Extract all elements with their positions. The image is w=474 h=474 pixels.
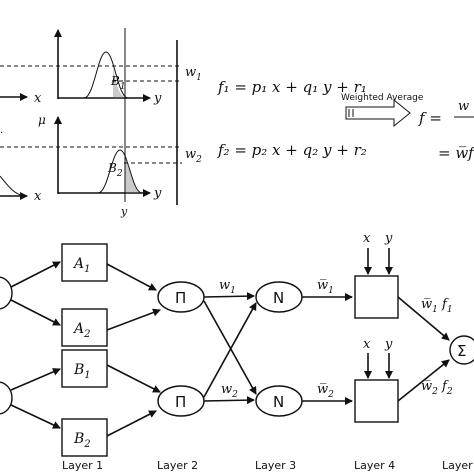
l4-input-y-1: y: [384, 231, 393, 246]
layer-4-label: Layer 4: [354, 459, 395, 472]
b2-membership-curve: [97, 149, 143, 194]
a2-label: A: [72, 321, 84, 337]
edge-wbar2-label: w̅: [317, 382, 328, 397]
anfis-network: A1 A2 B1 B2 Π Π w1 w2 N N w̅1 w̅2: [0, 231, 474, 472]
product-node-1-label: Π: [175, 289, 186, 307]
l4-input-x-2: x: [363, 337, 371, 352]
product-node-2-label: Π: [175, 393, 186, 411]
edge-wbar1-label: w̅: [317, 278, 328, 293]
svg-text:w̅1: w̅1: [317, 278, 334, 296]
mu-label: μ: [38, 113, 46, 127]
fuzzy-reasoning-panel: x x · y B1 μ y B2 y: [0, 28, 474, 218]
svg-text:w1: w1: [219, 278, 236, 296]
bottom-plot-x-label: y: [153, 186, 162, 201]
sum-node-label: Σ: [457, 342, 466, 360]
consequent-node-2: [354, 379, 399, 423]
weighted-average-label: Weighted Average: [341, 93, 424, 103]
b1-node-label: B: [73, 362, 84, 378]
svg-text:B2: B2: [73, 431, 91, 450]
svg-text:B1: B1: [73, 362, 91, 381]
a1-label: A: [72, 256, 84, 272]
w1-label: w: [185, 65, 196, 80]
node-b1: [61, 349, 108, 388]
l4-input-x-1: x: [363, 231, 371, 246]
left-mf-curve: [0, 175, 25, 197]
y-input-label: y: [120, 205, 128, 218]
b1-membership-curve: [83, 51, 129, 99]
f-equals: f =: [418, 109, 442, 127]
left-x-label-top: x: [34, 91, 42, 106]
f-normalized: = w̅f: [438, 144, 474, 162]
svg-text:w̅2 f2: w̅2 f2: [421, 379, 453, 397]
layer-5-label: Layer 5: [442, 459, 474, 472]
w2-label: w: [185, 147, 196, 162]
node-a1: [61, 243, 108, 282]
f-fraction-numerator: w: [458, 99, 469, 114]
input-node-y: [0, 381, 13, 415]
svg-text:w̅1 f1: w̅1 f1: [421, 297, 453, 315]
svg-text:B2: B2: [107, 161, 123, 179]
consequent-node-1: [354, 275, 399, 319]
b2-label: B: [107, 161, 117, 175]
svg-text:·: ·: [0, 128, 3, 139]
edge-w1-label: w: [219, 278, 230, 293]
svg-text:w2: w2: [221, 382, 238, 400]
weighted-average-arrow: [345, 98, 411, 128]
svg-text:A1: A1: [72, 256, 91, 275]
norm-node-2-label: N: [273, 393, 284, 411]
rule2-equation: f₂ = p₂ x + q₂ y + r₂: [217, 141, 367, 159]
layer-3-label: Layer 3: [255, 459, 296, 472]
node-b2: [61, 418, 108, 457]
top-plot-x-label: y: [153, 91, 162, 106]
edge-wf1-label: w̅: [421, 297, 432, 312]
left-x-label-bottom: x: [34, 189, 42, 204]
norm-node-1-label: N: [273, 289, 284, 307]
svg-text:w1: w1: [185, 65, 202, 83]
node-a2: [61, 308, 108, 347]
svg-text:w̅2: w̅2: [317, 382, 334, 400]
sum-node: [449, 335, 474, 365]
l4-input-y-2: y: [384, 337, 393, 352]
edge-wf2-label: w̅: [421, 379, 432, 394]
svg-text:w2: w2: [185, 147, 202, 165]
layer-1-label: Layer 1: [62, 459, 103, 472]
rule1-equation: f₁ = p₁ x + q₁ y + r₁: [217, 78, 367, 96]
b2-node-label: B: [73, 431, 84, 447]
input-node-x: [0, 276, 13, 310]
layer-2-label: Layer 2: [157, 459, 198, 472]
svg-text:A2: A2: [72, 321, 91, 340]
edge-w2-label: w: [221, 382, 232, 397]
